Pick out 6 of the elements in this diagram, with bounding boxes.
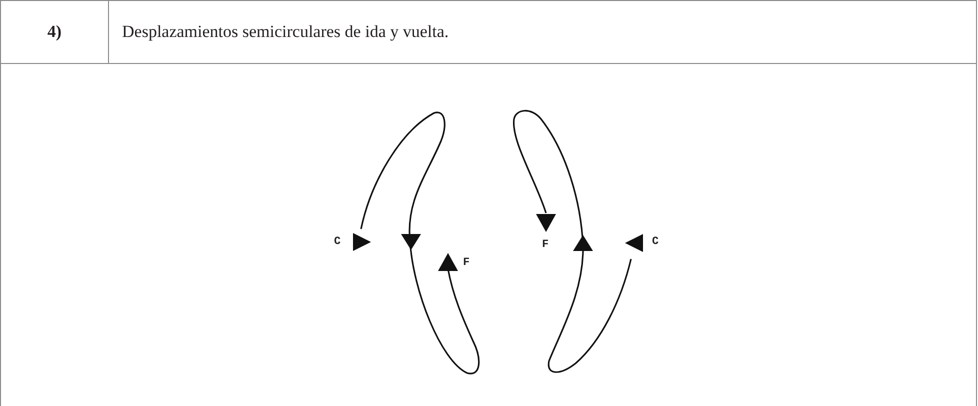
- position-marker: C: [652, 237, 659, 248]
- position-marker: C: [334, 237, 341, 248]
- position-marker: F: [542, 240, 549, 251]
- row-number: 4): [47, 22, 62, 42]
- exercise-description: Desplazamientos semicirculares de ida y vuelta.: [122, 22, 449, 42]
- position-marker: F: [463, 258, 470, 269]
